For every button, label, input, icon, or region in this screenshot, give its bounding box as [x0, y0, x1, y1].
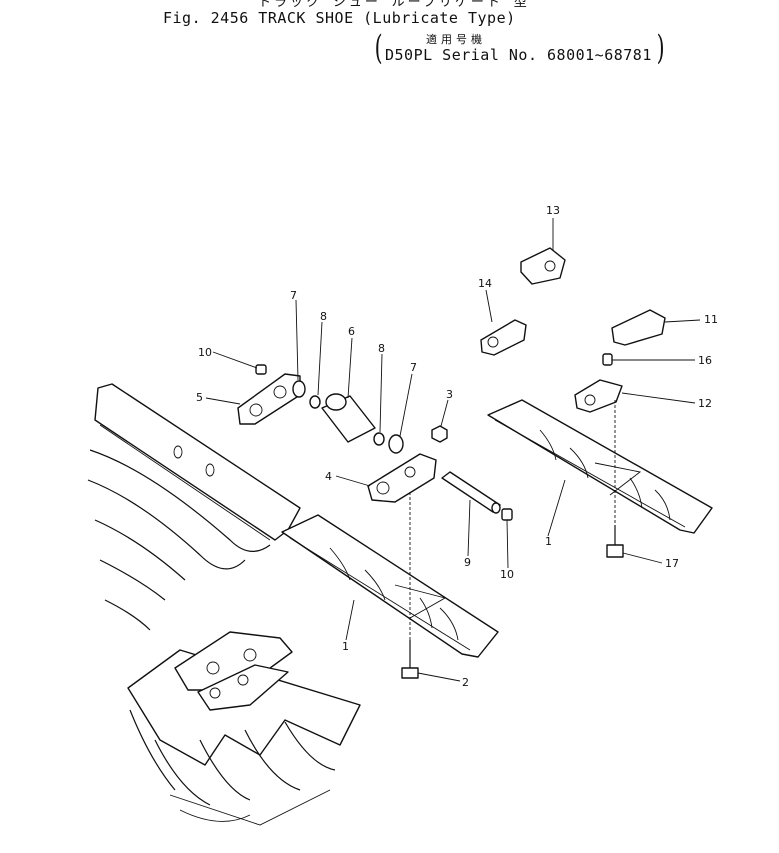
callout-17: 17: [665, 557, 679, 570]
serial-paren-close: ): [656, 28, 665, 68]
callout-7-left: 7: [290, 289, 297, 302]
seal-7-right: [388, 434, 404, 454]
track-assembly-background: [87, 383, 361, 826]
bolt-2: [401, 640, 419, 679]
link-part-5: [237, 373, 301, 425]
ring-8-left: [309, 395, 321, 409]
serial-paren-open: (: [374, 28, 383, 68]
serial-range: D50PL Serial No. 68001~68781: [385, 46, 652, 64]
ring-8-right: [373, 432, 385, 446]
callout-4: 4: [325, 470, 332, 483]
callout-5: 5: [196, 391, 203, 404]
bolt-17: [606, 525, 624, 558]
track-shoe-center: [281, 514, 499, 658]
part-14: [520, 247, 566, 285]
seal-7-left: [292, 380, 306, 398]
callout-13: 12: [698, 397, 712, 410]
leader-lines: [205, 218, 701, 682]
figure-title: Fig. 2456 TRACK SHOE (Lubricate Type): [163, 9, 516, 27]
callout-16: 16: [698, 354, 712, 367]
callout-11: 10: [198, 346, 212, 359]
track-shoe-right: [487, 399, 713, 534]
part-15: [480, 319, 527, 356]
callout-9: 9: [464, 556, 471, 569]
callout-8-left: 8: [320, 310, 327, 323]
callout-2: 2: [462, 676, 469, 689]
callout-1-right: 1: [545, 535, 552, 548]
pin-9: [441, 471, 501, 514]
part-11: [255, 364, 267, 375]
applicability-label: 適用号機: [426, 33, 486, 46]
callout-1-center: 1: [342, 640, 349, 653]
callout-labels: 13 14 11 16 12 7 8 6 8 7 3 10 5 4 9 10 1…: [196, 204, 718, 689]
callout-15: 14: [478, 277, 492, 290]
callout-14: 13: [546, 204, 560, 217]
part-13: [574, 379, 623, 413]
nut-3: [431, 425, 448, 443]
plug-10: [501, 508, 513, 521]
callout-7-right: 7: [410, 361, 417, 374]
callout-8-right: 8: [378, 342, 385, 355]
callout-10: 10: [500, 568, 514, 581]
callout-12: 11: [704, 313, 718, 326]
part-16: [602, 353, 613, 366]
callout-6: 6: [348, 325, 355, 338]
callout-3: 3: [446, 388, 453, 401]
japanese-title: トラック シュー ルーブリケート 型: [258, 0, 530, 10]
link-part-4: [367, 453, 437, 503]
part-12: [611, 309, 666, 346]
bushing-6: [321, 393, 376, 443]
